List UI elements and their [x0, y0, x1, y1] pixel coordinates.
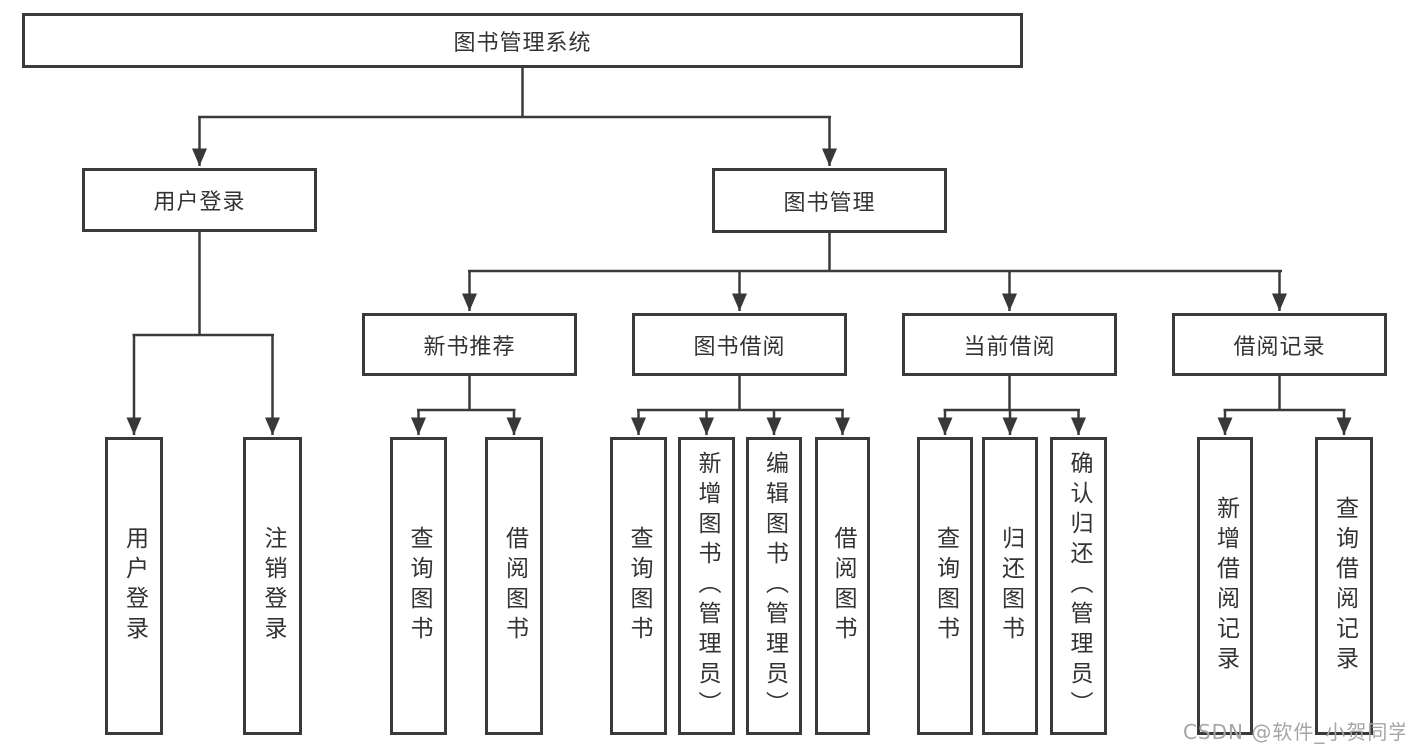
leaf-cb-confirm-return: 确认归还（管理员） — [1050, 437, 1107, 735]
leaf-label: 注销登录 — [260, 526, 286, 646]
leaf-label: 查询图书 — [626, 526, 652, 646]
leaf-bb-borrow-book: 借阅图书 — [815, 437, 870, 735]
leaf-nb-query-book: 查询图书 — [390, 437, 447, 735]
leaf-br-add-record: 新增借阅记录 — [1197, 437, 1253, 735]
leaf-label: 归还图书 — [997, 526, 1024, 646]
leaf-nb-borrow-book: 借阅图书 — [485, 437, 543, 735]
leaf-label: 确认归还（管理员） — [1066, 451, 1092, 721]
leaf-cb-query-book: 查询图书 — [917, 437, 973, 735]
node-book-borrow: 图书借阅 — [632, 313, 847, 376]
node-new-book-rec: 新书推荐 — [362, 313, 577, 376]
leaf-label: 查询图书 — [406, 526, 432, 646]
node-current-borrow: 当前借阅 — [902, 313, 1117, 376]
leaf-label: 新增借阅记录 — [1212, 496, 1239, 676]
leaf-bb-add-book: 新增图书（管理员） — [678, 437, 735, 735]
leaf-label: 新增图书（管理员） — [694, 451, 720, 721]
node-user-login: 用户登录 — [82, 168, 317, 232]
leaf-label: 查询借阅记录 — [1331, 496, 1358, 676]
leaf-br-query-record: 查询借阅记录 — [1315, 437, 1373, 735]
node-borrow-records: 借阅记录 — [1172, 313, 1387, 376]
node-book-mgmt: 图书管理 — [712, 168, 947, 233]
leaf-label: 查询图书 — [932, 526, 959, 646]
leaf-logout: 注销登录 — [243, 437, 302, 735]
leaf-label: 用户登录 — [121, 526, 148, 646]
leaf-label: 编辑图书（管理员） — [761, 451, 788, 721]
leaf-label: 借阅图书 — [501, 526, 528, 646]
leaf-cb-return-book: 归还图书 — [982, 437, 1038, 735]
leaf-user-login: 用户登录 — [105, 437, 163, 735]
node-root: 图书管理系统 — [22, 13, 1023, 68]
leaf-label: 借阅图书 — [830, 526, 856, 646]
leaf-bb-edit-book: 编辑图书（管理员） — [746, 437, 802, 735]
leaf-bb-query-book: 查询图书 — [610, 437, 667, 735]
csdn-watermark: CSDN @软件_小贺同学 — [1183, 720, 1405, 744]
